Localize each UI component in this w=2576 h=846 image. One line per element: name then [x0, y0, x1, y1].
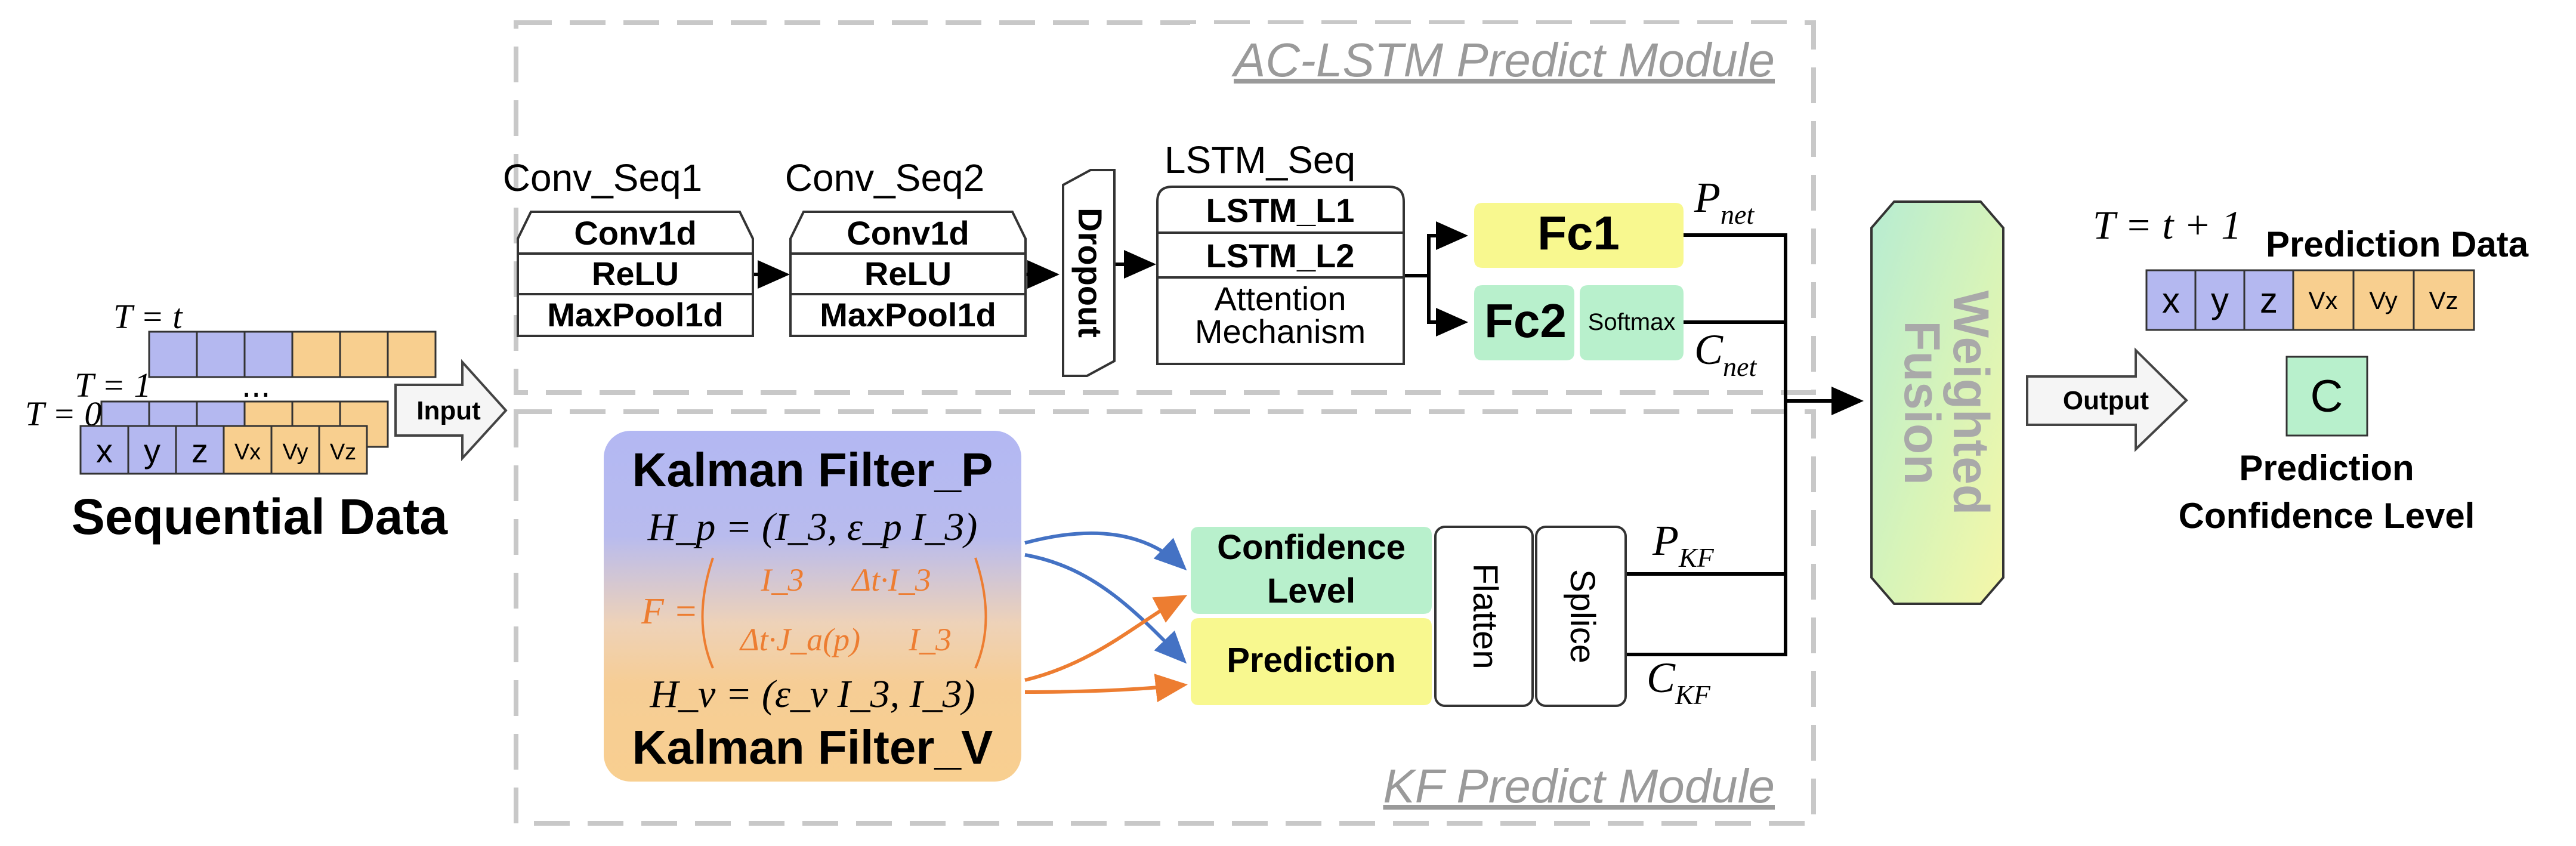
ellipsis: ...	[242, 366, 270, 405]
conv-seq2-maxpool: MaxPool1d	[820, 296, 996, 334]
weighted-fusion-block: Weighted Fusion	[1870, 200, 2004, 605]
input-arrow: Input	[394, 359, 508, 462]
hp-equation: H_p = (I_3, ε_p I_3)	[647, 505, 978, 549]
flatten-block: Flatten	[1434, 526, 1534, 707]
conv-seq2-title: Conv_Seq2	[785, 156, 984, 199]
attention-line1: Attention	[1214, 280, 1346, 317]
p-net-label: Pnet	[1694, 174, 1755, 230]
ac-lstm-module-frame: AC-LSTM Predict Module	[514, 20, 1816, 395]
lstm-l2: LSTM_L2	[1206, 237, 1355, 274]
hv-equation: H_v = (ε_v I_3, I_3)	[649, 672, 975, 716]
conv-seq2-relu: ReLU	[864, 255, 952, 292]
output-time-label: T = t + 1	[2093, 202, 2241, 248]
kalman-filter-v-title: Kalman Filter_V	[632, 721, 993, 774]
conv-seq1-title: Conv_Seq1	[503, 156, 702, 199]
conv-seq1-relu: ReLU	[592, 255, 679, 292]
prediction-data: T = t + 1 Prediction Data x y z Vx Vy Vz	[2093, 202, 2529, 331]
fc1-block: Fc1	[1474, 203, 1684, 268]
row-0: x y z Vx Vy Vz	[79, 425, 368, 475]
c-net-label: Cnet	[1694, 326, 1757, 382]
flatten-label: Flatten	[1466, 563, 1505, 669]
softmax-block: Softmax	[1580, 285, 1684, 360]
kf-module-title: KF Predict Module	[1383, 759, 1775, 813]
kf-output-lines	[1627, 233, 1864, 656]
input-arrow-label: Input	[416, 396, 481, 425]
prediction-data-title: Prediction Data	[2266, 224, 2529, 264]
sequential-data: T = t ... T = 1 T = 0	[25, 297, 448, 545]
confidence-caption-line1: Prediction	[2239, 448, 2414, 488]
f-matrix-row2: Δt·J_a(p) I_3	[739, 622, 952, 657]
splice-label: Splice	[1563, 569, 1602, 663]
time-1-label: T = 1	[75, 366, 151, 405]
lstm-l1: LSTM_L1	[1206, 192, 1355, 229]
output-cell-z: z	[2260, 280, 2278, 320]
fc1-label: Fc1	[1537, 206, 1620, 260]
fc2-block: Fc2	[1474, 285, 1574, 360]
confidence-caption-line2: Confidence Level	[2179, 496, 2475, 536]
output-cell-vx: Vx	[2308, 286, 2337, 314]
p-kf-label: PKF	[1652, 517, 1715, 573]
conv-seq2-conv1d: Conv1d	[847, 214, 969, 252]
fusion-line1: Weighted	[1943, 291, 1999, 515]
dropout-label: Dropout	[1071, 208, 1109, 338]
kalman-filter-box: Kalman Filter_P H_p = (I_3, ε_p I_3) F =…	[604, 431, 1021, 782]
attention-line2: Mechanism	[1195, 313, 1366, 350]
conv-seq1: Conv_Seq1 Conv1d ReLU MaxPool1d	[503, 156, 754, 337]
confidence-cell: C	[2311, 371, 2343, 422]
row-t	[148, 331, 437, 378]
lstm-seq: LSTM_Seq LSTM_L1 LSTM_L2 Attention Mecha…	[1156, 138, 1405, 365]
kf-prediction-block: Prediction	[1191, 618, 1432, 705]
f-matrix-row1: I_3 Δt·I_3	[760, 562, 931, 598]
kf-prediction-label: Prediction	[1227, 641, 1396, 680]
kf-confidence-line2: Level	[1267, 572, 1355, 610]
conv-seq1-conv1d: Conv1d	[574, 214, 696, 252]
output-arrow: Output	[2026, 347, 2188, 452]
cell-y: y	[144, 432, 160, 470]
kalman-filter-p-title: Kalman Filter_P	[632, 443, 993, 496]
f-matrix-right-paren	[974, 557, 987, 669]
net-output-lines	[1684, 233, 1787, 324]
conv-seq2: Conv_Seq2 Conv1d ReLU MaxPool1d	[785, 156, 1027, 337]
output-cell-vz: Vz	[2429, 286, 2458, 314]
output-arrow-label: Output	[2063, 386, 2149, 415]
time-t-label: T = t	[113, 297, 183, 336]
cell-vz: Vz	[330, 440, 356, 465]
cell-z: z	[191, 432, 208, 470]
c-kf-label: CKF	[1647, 654, 1711, 710]
kf-confidence-line1: Confidence	[1217, 528, 1406, 567]
lstm-seq-title: LSTM_Seq	[1165, 138, 1355, 181]
output-cell-y: y	[2211, 280, 2229, 320]
cell-x: x	[96, 432, 113, 470]
softmax-label: Softmax	[1588, 309, 1676, 335]
prediction-confidence: C Prediction Confidence Level	[2179, 356, 2475, 536]
kf-curved-arrows	[1024, 531, 1188, 702]
ac-lstm-module-title: AC-LSTM Predict Module	[1231, 33, 1775, 87]
fusion-line2: Fusion	[1894, 320, 1950, 484]
kf-confidence-block: Confidence Level	[1191, 527, 1432, 614]
f-matrix-left-paren	[701, 557, 714, 669]
fc2-label: Fc2	[1484, 294, 1567, 347]
f-equation-prefix: F =	[641, 591, 698, 632]
splice-block: Splice	[1535, 526, 1627, 707]
dropout: Dropout	[1062, 169, 1116, 377]
lstm-to-fc-arrows	[1405, 221, 1468, 336]
output-cell-x: x	[2162, 280, 2180, 320]
cell-vy: Vy	[283, 440, 308, 465]
sequential-data-caption: Sequential Data	[72, 489, 448, 545]
conv-seq1-maxpool: MaxPool1d	[547, 296, 724, 334]
cell-vx: Vx	[234, 440, 261, 465]
kf-module-frame: KF Predict Module	[514, 409, 1816, 826]
output-cell-vy: Vy	[2369, 286, 2397, 314]
